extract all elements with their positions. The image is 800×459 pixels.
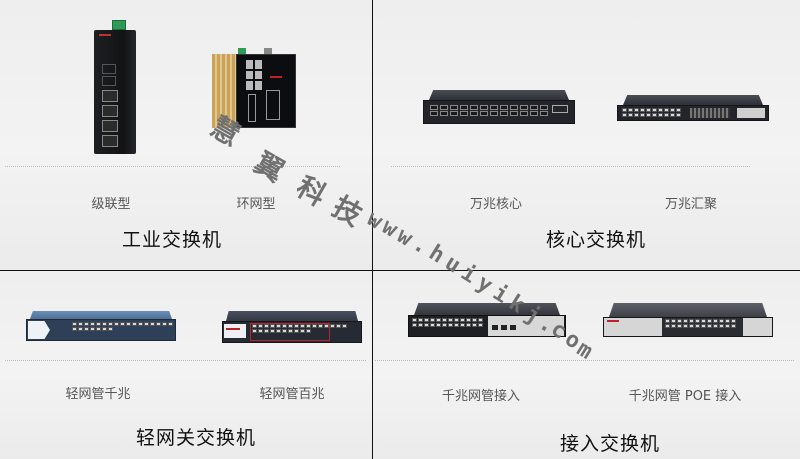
din-rail-switch-icon: [92, 20, 140, 160]
product-label[interactable]: 千兆网管接入: [441, 389, 521, 404]
divider-dotted: [5, 166, 340, 167]
access-switch-icon: [408, 303, 566, 337]
category-access[interactable]: 千兆网管接入 千兆网管 POE 接入 接入交换机: [373, 271, 800, 459]
product-label[interactable]: 轻网管百兆: [259, 387, 325, 402]
blue-24port-switch-icon: [26, 311, 176, 341]
horizontal-divider: [0, 270, 800, 271]
product-label[interactable]: 环网型: [236, 197, 276, 212]
divider-dotted: [391, 166, 751, 167]
category-light-managed[interactable]: 轻网管千兆 轻网管百兆 轻网关交换机: [0, 271, 372, 459]
ring-network-switch-icon: [212, 48, 298, 130]
gray-24port-switch-icon: [222, 311, 362, 343]
poe-switch-icon: [603, 303, 773, 337]
category-core[interactable]: 万兆核心 万兆汇聚 核心交换机: [373, 0, 800, 270]
category-title[interactable]: 接入交换机: [559, 433, 661, 455]
divider-dotted: [375, 360, 795, 361]
product-label[interactable]: 轻网管千兆: [65, 387, 131, 402]
product-label[interactable]: 万兆汇聚: [664, 197, 718, 212]
product-label[interactable]: 级联型: [91, 197, 131, 212]
category-title[interactable]: 轻网关交换机: [135, 427, 257, 449]
category-title[interactable]: 核心交换机: [545, 229, 647, 251]
divider-dotted: [5, 360, 367, 361]
vertical-divider: [372, 0, 373, 459]
rack-core-switch-icon: [423, 90, 575, 124]
rack-aggregation-switch-icon: [617, 95, 769, 121]
product-label[interactable]: 万兆核心: [469, 197, 523, 212]
category-title[interactable]: 工业交换机: [121, 229, 223, 251]
category-industrial[interactable]: 级联型 环网型 工业交换机: [0, 0, 372, 270]
product-label[interactable]: 千兆网管 POE 接入: [628, 389, 742, 404]
